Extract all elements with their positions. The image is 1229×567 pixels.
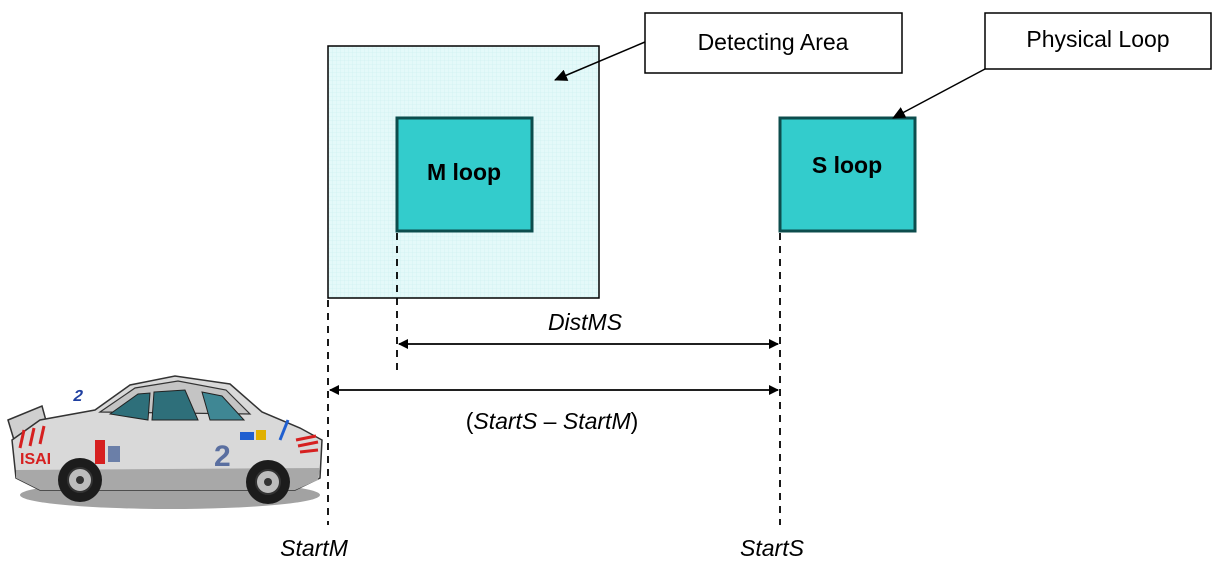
start-m-label: StartM	[280, 535, 349, 561]
s-loop-label: S loop	[812, 152, 882, 178]
car-side-text: ISAI	[20, 451, 51, 468]
dist-ms-label: DistMS	[548, 309, 623, 335]
race-car-image: 2 ISAI 2	[7, 375, 323, 509]
callout-detecting-area-pointer	[554, 41, 646, 81]
car-window-front	[201, 391, 246, 421]
car-rear-wheel	[58, 458, 102, 502]
callout-detecting-area: Detecting Area	[554, 12, 903, 81]
m-loop: M loop	[395, 116, 534, 233]
car-window-rear	[108, 392, 151, 421]
car-front-wheel	[246, 460, 290, 504]
callout-detecting-area-label: Detecting Area	[698, 29, 849, 55]
callout-physical-loop-label: Physical Loop	[1026, 26, 1169, 52]
car-door-number: 2	[214, 440, 231, 473]
m-loop-label: M loop	[427, 159, 501, 185]
car-roof-number: 2	[71, 387, 85, 405]
callout-physical-loop-pointer	[892, 68, 986, 119]
s-loop: S loop	[778, 116, 917, 233]
callout-physical-loop: Physical Loop	[892, 12, 1212, 119]
car-window-side	[151, 389, 199, 421]
start-s-label: StartS	[740, 535, 805, 561]
start-span-label: (StartS – StartM)	[466, 408, 639, 434]
